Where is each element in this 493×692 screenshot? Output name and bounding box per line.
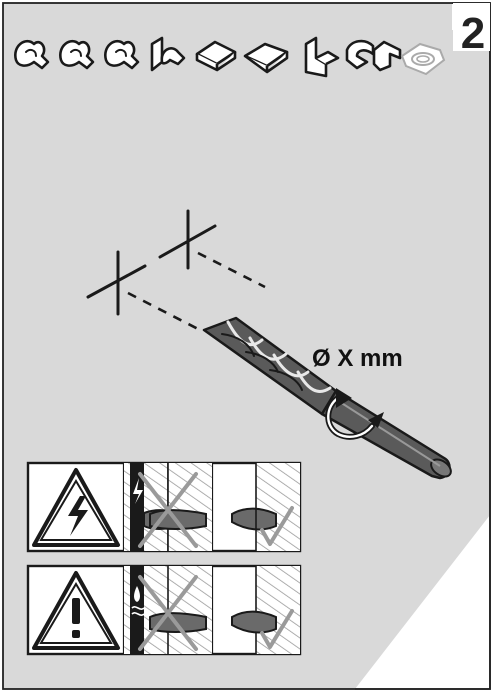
screw-icon [59,39,95,70]
step-number-text: 2 [461,9,485,58]
wedge-bracket-icon [243,42,289,74]
angle-bracket-icon [304,36,340,78]
step-number: 2 [453,3,490,58]
electric-cable-icon [130,463,144,551]
rotation-arrow-icon [325,388,384,440]
not-allowed-cross-icon [138,472,198,548]
guide-dashed-lines [127,251,266,332]
electric-hazard-icon [32,468,120,547]
hook-bracket-icon [345,39,375,70]
washer-icon [400,42,446,76]
flat-bracket-icon [195,40,237,72]
general-warning-icon [32,571,120,650]
screw-icon [14,39,50,70]
warning-panel-electric [26,461,302,553]
bracket-screw-icon [150,36,186,72]
drill-mark-crosshair-2 [86,250,147,316]
allowed-check-icon [260,609,294,649]
screw-icon [104,39,140,70]
clip-bracket-icon [372,40,402,72]
not-allowed-cross-icon [138,575,198,651]
drill-bit [202,316,452,480]
warning-panel-water [26,564,302,656]
allowed-check-icon [260,506,294,546]
hardware-icons-row [14,36,446,78]
drill-diameter-label: Ø X mm [312,345,403,372]
water-pipe-icon [130,566,144,654]
drill-mark-crosshair-1 [158,209,217,270]
